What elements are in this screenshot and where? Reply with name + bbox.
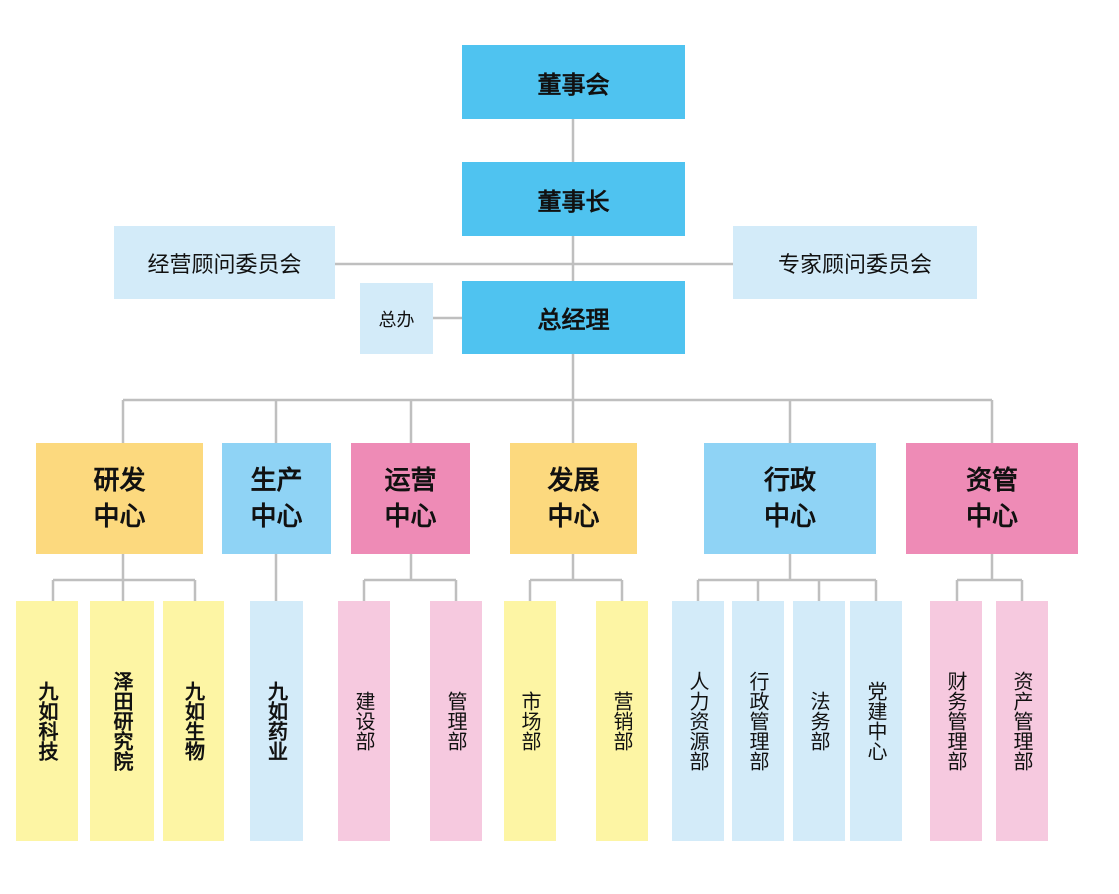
chairman-label: 董事长 bbox=[537, 187, 610, 216]
leaf-finance-management-dept: 财务管理部 bbox=[930, 601, 982, 841]
center-rd-label: 研发 中心 bbox=[93, 465, 146, 532]
leaf-management-dept: 管理部 bbox=[430, 601, 482, 841]
center-production-label: 生产 中心 bbox=[250, 465, 303, 532]
center-operations: 运营 中心 bbox=[351, 443, 470, 554]
leaf-sales-dept: 营销部 bbox=[596, 601, 648, 841]
general-office-box: 总办 bbox=[360, 283, 433, 354]
leaf-party-building-center: 党建中心 bbox=[850, 601, 902, 841]
board-box: 董事会 bbox=[462, 45, 685, 119]
general-manager-box: 总经理 bbox=[462, 281, 685, 354]
leaf-construction-dept: 建设部 bbox=[338, 601, 390, 841]
center-rd: 研发 中心 bbox=[36, 443, 203, 554]
center-operations-label: 运营 中心 bbox=[384, 465, 437, 532]
board-label: 董事会 bbox=[537, 70, 610, 99]
leaf-legal-dept: 法务部 bbox=[793, 601, 845, 841]
leaf-jiuru-technology-label: 九如科技 bbox=[35, 681, 59, 761]
center-asset-management-label: 资管 中心 bbox=[965, 465, 1018, 532]
leaf-party-building-center-label: 党建中心 bbox=[864, 681, 888, 761]
general-office-label: 总办 bbox=[378, 309, 415, 331]
leaf-jiuru-biology-label: 九如生物 bbox=[181, 681, 206, 761]
center-administration-label: 行政 中心 bbox=[763, 465, 816, 532]
expert-advisory-committee-label: 专家顾问委员会 bbox=[777, 252, 932, 278]
leaf-hr-dept-label: 人力资源部 bbox=[686, 671, 710, 771]
leaf-admin-management-dept: 行政管理部 bbox=[732, 601, 784, 841]
leaf-legal-dept-label: 法务部 bbox=[807, 691, 831, 751]
center-asset-management: 资管 中心 bbox=[906, 443, 1078, 554]
leaf-zetian-research-institute-label: 泽田研究院 bbox=[110, 671, 134, 771]
center-development-label: 发展 中心 bbox=[547, 465, 600, 532]
leaf-asset-management-dept-label: 资产管理部 bbox=[1010, 671, 1034, 771]
general-manager-label: 总经理 bbox=[537, 306, 610, 334]
leaf-management-dept-label: 管理部 bbox=[444, 691, 468, 751]
leaf-admin-management-dept-label: 行政管理部 bbox=[746, 671, 770, 771]
leaf-jiuru-biology: 九如生物 bbox=[163, 601, 224, 841]
business-advisory-committee-label: 经营顾问委员会 bbox=[147, 252, 302, 278]
leaf-asset-management-dept: 资产管理部 bbox=[996, 601, 1048, 841]
leaf-finance-management-dept-label: 财务管理部 bbox=[944, 671, 968, 771]
center-development: 发展 中心 bbox=[510, 443, 637, 554]
leaf-jiuru-pharmaceutical-label: 九如药业 bbox=[264, 681, 289, 761]
leaf-construction-dept-label: 建设部 bbox=[352, 691, 376, 751]
center-administration: 行政 中心 bbox=[704, 443, 876, 554]
leaf-sales-dept-label: 营销部 bbox=[610, 691, 634, 751]
center-production: 生产 中心 bbox=[222, 443, 331, 554]
chairman-box: 董事长 bbox=[462, 162, 685, 236]
expert-advisory-committee-box: 专家顾问委员会 bbox=[733, 226, 977, 299]
leaf-zetian-research-institute: 泽田研究院 bbox=[90, 601, 154, 841]
leaf-market-dept: 市场部 bbox=[504, 601, 556, 841]
leaf-market-dept-label: 市场部 bbox=[518, 691, 542, 751]
leaf-jiuru-technology: 九如科技 bbox=[16, 601, 78, 841]
business-advisory-committee-box: 经营顾问委员会 bbox=[114, 226, 335, 299]
leaf-hr-dept: 人力资源部 bbox=[672, 601, 724, 841]
leaf-jiuru-pharmaceutical: 九如药业 bbox=[250, 601, 303, 841]
